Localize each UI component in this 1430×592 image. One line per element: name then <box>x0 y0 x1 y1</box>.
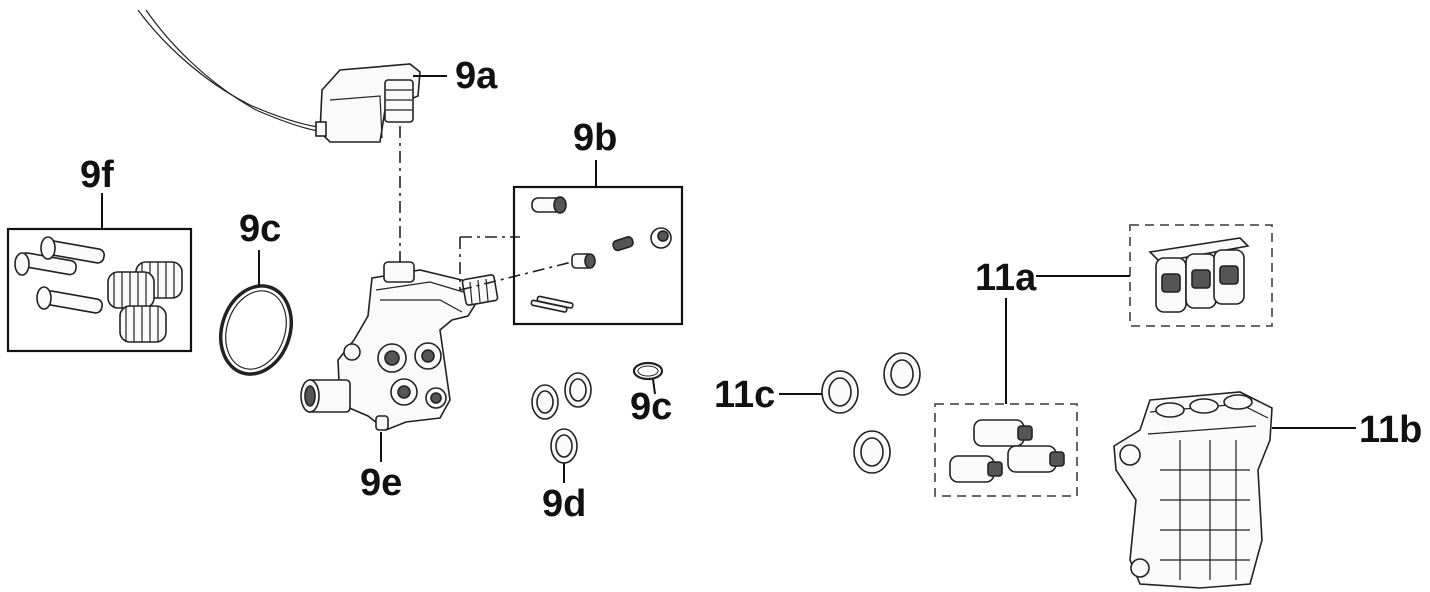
spring-2 <box>107 271 155 309</box>
box-9f <box>6 227 193 353</box>
pump-head-11b <box>1113 391 1273 589</box>
valve-cartridge-3 <box>1213 249 1245 305</box>
unloader-kit-9b <box>512 160 684 326</box>
valve-cartridge-1 <box>1155 257 1187 313</box>
label-11b: 11b <box>1359 409 1422 451</box>
leader-line-9c-small <box>652 378 656 395</box>
check-valve-2 <box>1007 445 1065 473</box>
piston-3 <box>36 286 103 314</box>
unloader-nut <box>650 227 672 249</box>
piston-spring-kit-9f <box>6 193 193 353</box>
seals-9d <box>531 372 592 464</box>
label-9e: 9e <box>360 462 402 504</box>
seal-3 <box>550 428 578 464</box>
small-o-ring-9c <box>632 361 664 381</box>
label-9a: 9a <box>455 55 498 97</box>
seals-11c <box>821 352 921 474</box>
retaining-pins <box>530 295 574 313</box>
valve-group-11a-upper <box>1129 224 1273 327</box>
pressure-switch-9a <box>137 9 421 143</box>
valve-group-11a-lower <box>934 403 1078 497</box>
pump-manifold-9e <box>300 261 499 431</box>
spring-3 <box>119 305 167 343</box>
dashed-box-11a-lower <box>934 403 1078 497</box>
o-ring-9c <box>219 284 293 376</box>
seal-11c-2 <box>883 352 921 396</box>
check-valve-3 <box>949 455 1003 483</box>
centerline-9b-mid <box>459 261 573 291</box>
label-9f: 9f <box>80 154 114 196</box>
seal-11c-1 <box>821 370 859 414</box>
unloader-plunger <box>571 253 596 269</box>
label-9b: 9b <box>573 117 617 159</box>
label-9d: 9d <box>542 483 586 525</box>
label-11a: 11a <box>975 257 1037 299</box>
unloader-spring <box>612 236 634 252</box>
box-9b <box>512 185 684 326</box>
piston-2 <box>40 236 105 264</box>
valve-cartridge-2 <box>1185 253 1217 309</box>
label-9c-oring: 9c <box>239 208 281 250</box>
seal-1 <box>531 384 559 420</box>
seal-2 <box>564 372 592 408</box>
seal-11c-3 <box>853 430 891 474</box>
label-11c: 11c <box>714 374 775 416</box>
check-valve-1 <box>973 419 1033 447</box>
valve-stem <box>531 196 567 214</box>
label-9c-small: 9c <box>630 386 672 428</box>
